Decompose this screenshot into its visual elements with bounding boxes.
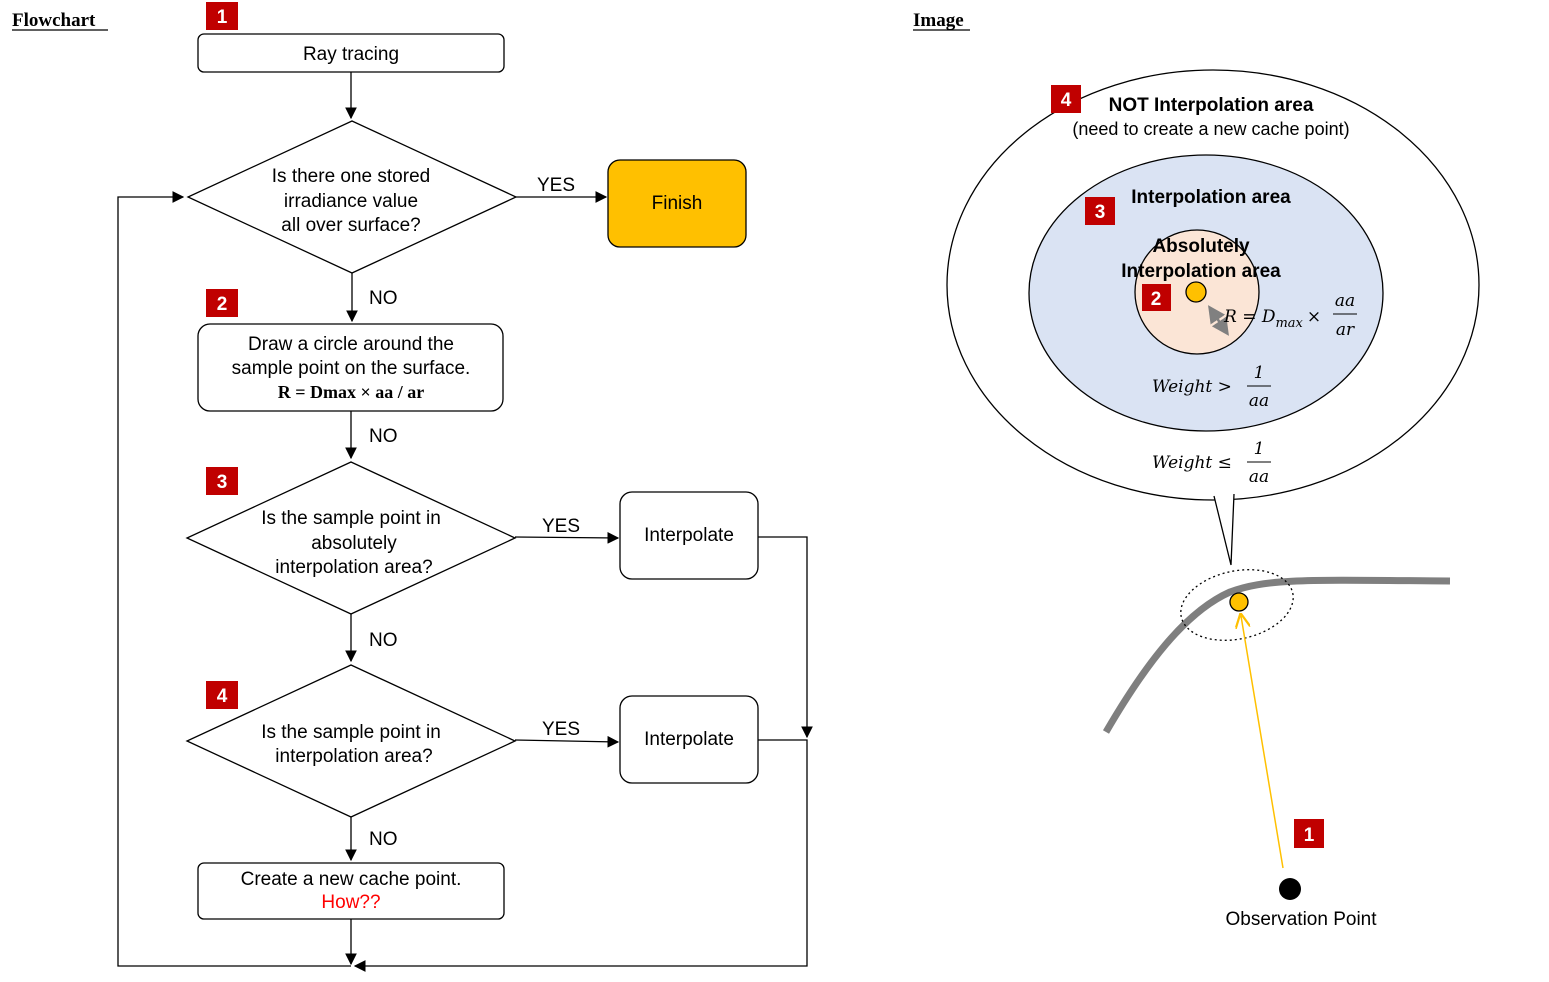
flow-badge-3-label: 3 <box>217 472 228 493</box>
radius-formula: R = Dmax × aa ar <box>1223 291 1357 340</box>
decision1-yes-label: YES <box>537 175 575 196</box>
image-heading: Image <box>913 10 964 31</box>
weight-le-label: Weight ≤ <box>1152 453 1232 473</box>
surface-curve <box>1102 576 1451 734</box>
radius-frac-den: ar <box>1336 320 1355 340</box>
weight-gt-label: Weight > <box>1152 377 1232 397</box>
weight-less-formula: Weight ≤ 1 aa <box>1152 439 1271 487</box>
absolute-label-line2: Interpolation area <box>1121 261 1281 282</box>
ray-tracing-box: Ray tracing <box>197 33 505 73</box>
weight-le-num: 1 <box>1254 439 1265 459</box>
sample-point <box>1229 592 1249 612</box>
cache-point <box>1185 281 1207 303</box>
decision1-line2: irradiance value <box>284 191 418 212</box>
sample-region-dotted <box>1180 569 1294 641</box>
arrow-decision3-yes <box>514 735 620 748</box>
decision2-line2: absolutely <box>311 533 397 554</box>
flow-badge-4-label: 4 <box>217 686 228 707</box>
decision1-line1: Is there one stored <box>272 166 430 187</box>
how-label: How?? <box>321 892 380 913</box>
create-cache-box: Create a new cache point. How?? <box>197 862 505 920</box>
decision1-line3: all over surface? <box>281 215 420 236</box>
finish-box: Finish <box>607 159 747 248</box>
interpolate-box-2: Interpolate <box>619 695 759 784</box>
radius-arrow <box>1208 305 1229 336</box>
not-interpolation-subtitle: (need to create a new cache point) <box>1072 119 1349 139</box>
interpolate-2-label: Interpolate <box>644 729 734 750</box>
image-badge-2-label: 2 <box>1151 289 1162 310</box>
decision1-no-label: NO <box>369 288 398 309</box>
draw-circle-line2: sample point on the surface. <box>232 358 471 379</box>
interpolate-1-connector <box>758 536 813 739</box>
flow-badge-2-label: 2 <box>217 294 228 315</box>
draw-circle-line1: Draw a circle around the <box>248 334 454 355</box>
interpolate-box-1: Interpolate <box>619 491 759 580</box>
image-badge-3: 3 <box>1085 197 1115 225</box>
create-cache-label: Create a new cache point. <box>241 869 462 890</box>
weight-greater-formula: Weight > 1 aa <box>1152 363 1271 411</box>
radius-formula-main: R = Dmax × <box>1223 307 1321 331</box>
draw-circle-formula: R = Dmax × aa / ar <box>278 382 425 402</box>
radius-frac-num: aa <box>1335 291 1355 311</box>
decision2-no-label: NO <box>369 630 398 651</box>
observation-point-dot <box>1279 878 1301 900</box>
arrow-decision2-yes <box>514 532 620 544</box>
flowchart-heading: Flowchart <box>12 10 96 31</box>
observation-point-label: Observation Point <box>1225 909 1377 930</box>
not-interpolation-title: NOT Interpolation area <box>1109 95 1314 116</box>
finish-label: Finish <box>652 193 703 214</box>
flow-badge-1-label: 1 <box>217 7 228 28</box>
decision2-yes-label: YES <box>542 516 580 537</box>
radius-formula-subscript: max <box>1275 316 1303 331</box>
ray-tracing-label: Ray tracing <box>303 44 399 65</box>
flow-badge-1: 1 <box>206 2 238 30</box>
decision3-yes-label: YES <box>542 719 580 740</box>
draw-circle-no-label: NO <box>369 426 398 447</box>
radius-formula-prefix: R = D <box>1223 307 1276 327</box>
image-badge-2: 2 <box>1142 284 1171 311</box>
draw-circle-box: Draw a circle around the sample point on… <box>197 323 504 412</box>
flow-badge-4: 4 <box>206 681 238 709</box>
decision3-line2: interpolation area? <box>275 746 432 767</box>
image-badge-1: 1 <box>1294 819 1324 848</box>
image-badge-3-label: 3 <box>1095 202 1106 223</box>
flow-badge-3: 3 <box>206 467 238 495</box>
absolute-label-line1: Absolutely <box>1152 236 1250 257</box>
view-ray <box>1241 616 1284 869</box>
loop-back-connector <box>117 191 351 967</box>
decision2-line3: interpolation area? <box>275 557 432 578</box>
weight-gt-den: aa <box>1249 391 1269 411</box>
interpolate-2-connector <box>353 739 808 972</box>
interpolation-area-title: Interpolation area <box>1131 187 1291 208</box>
decision2-line1: Is the sample point in <box>261 508 441 529</box>
decision3-no-label: NO <box>369 829 398 850</box>
image-badge-4-label: 4 <box>1061 90 1072 111</box>
decision3-line1: Is the sample point in <box>261 722 441 743</box>
weight-le-den: aa <box>1249 467 1269 487</box>
image-badge-1-label: 1 <box>1304 825 1315 846</box>
decision-stored-irradiance: Is there one stored irradiance value all… <box>186 120 518 274</box>
image-badge-4: 4 <box>1051 85 1081 113</box>
decision-interpolation-area: Is the sample point in interpolation are… <box>185 664 517 818</box>
weight-gt-num: 1 <box>1254 363 1265 383</box>
interpolate-1-label: Interpolate <box>644 525 734 546</box>
radius-formula-times: × <box>1307 307 1321 327</box>
flow-badge-2: 2 <box>206 289 238 317</box>
